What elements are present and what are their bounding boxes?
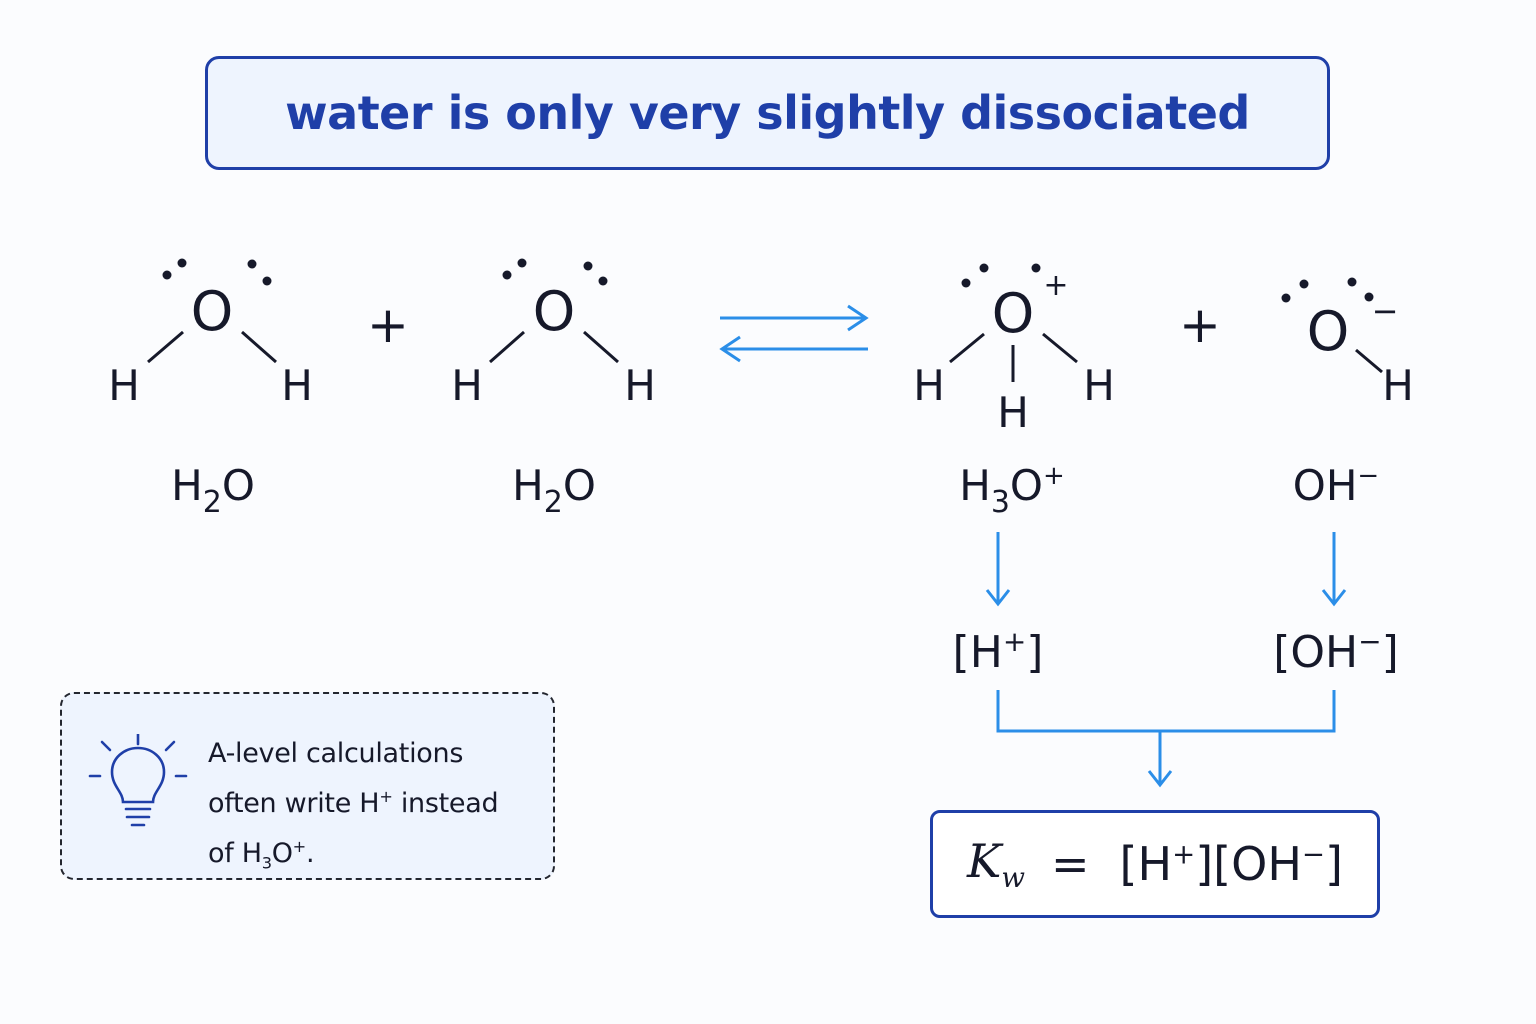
lone-pair-dot <box>247 259 257 269</box>
kw-connector <box>996 690 1336 788</box>
kw-product: [H+][OH−] <box>1119 837 1343 891</box>
note-line-1: A-level calculations <box>208 738 464 769</box>
bond <box>1042 332 1078 364</box>
bond <box>489 330 525 364</box>
oxygen-atom: O <box>533 280 576 343</box>
forward-arrowhead <box>847 304 869 332</box>
bond <box>1355 348 1383 374</box>
bond <box>949 332 985 364</box>
lone-pair-dot <box>1281 293 1291 303</box>
oxygen-atom: O <box>1307 300 1350 363</box>
oxygen-atom: O <box>992 282 1035 345</box>
note-line-3: of H3O+. <box>208 837 315 873</box>
lone-pair-dot <box>517 258 527 268</box>
water-molecule-1: O H H <box>108 258 313 410</box>
hydrogen-atom: H <box>1083 361 1115 410</box>
lone-pair-dot <box>262 276 272 286</box>
hydrogen-atom: H <box>108 361 140 410</box>
lone-pair-dot <box>1347 277 1357 287</box>
formula-hydroxide: OH− <box>1293 461 1379 510</box>
equilibrium-arrows <box>719 304 869 363</box>
note-line-2: often write H+ instead <box>208 787 499 819</box>
hydrogen-atom: H <box>1382 361 1414 410</box>
negative-charge: − <box>1372 292 1399 330</box>
formula-water-2: H2O <box>512 461 596 520</box>
page-title: water is only very slightly dissociated <box>285 86 1250 140</box>
lightbulb-icon <box>88 734 188 827</box>
down-arrowhead <box>1321 589 1347 607</box>
formula-hydronium: H3O+ <box>959 461 1065 520</box>
oxygen-atom: O <box>191 280 234 343</box>
down-arrowhead <box>1147 770 1173 788</box>
hydrogen-atom: H <box>624 361 656 410</box>
lone-pair-dot <box>1364 292 1374 302</box>
positive-charge: + <box>1043 268 1068 303</box>
equals-sign: = <box>1051 837 1090 891</box>
hydrogen-atom: H <box>913 361 945 410</box>
lone-pair-dot <box>583 261 593 271</box>
h-concentration: [H+] <box>953 625 1044 678</box>
reverse-arrowhead <box>719 335 741 363</box>
lone-pair-dot <box>979 263 989 273</box>
hydrogen-atom: H <box>997 388 1029 437</box>
oh-concentration: [OH−] <box>1273 625 1399 678</box>
hydronium-molecule: + O H H H <box>913 263 1115 437</box>
formula-water-1: H2O <box>171 461 255 520</box>
water-molecule-2: O H H <box>451 258 656 410</box>
hydroxide-molecule: − O H <box>1281 277 1414 410</box>
arrow-to-h-conc <box>985 532 1011 607</box>
plus-sign: + <box>367 296 409 354</box>
plus-sign: + <box>1179 296 1221 354</box>
lone-pair-dot <box>1031 263 1041 273</box>
bond <box>241 330 277 364</box>
lone-pair-dot <box>1299 279 1309 289</box>
lone-pair-dot <box>162 270 172 280</box>
bond <box>147 330 184 364</box>
note-text: A-level calculations often write H+ inst… <box>208 732 538 884</box>
lone-pair-dot <box>961 278 971 288</box>
hydrogen-atom: H <box>451 361 483 410</box>
lone-pair-dot <box>502 270 512 280</box>
hydrogen-atom: H <box>281 361 313 410</box>
kw-expression-box: Kw = [H+][OH−] <box>930 810 1380 918</box>
down-arrowhead <box>985 589 1011 607</box>
note-box: A-level calculations often write H+ inst… <box>60 692 555 880</box>
bond <box>583 330 619 364</box>
bracket-line <box>996 690 1336 733</box>
title-banner: water is only very slightly dissociated <box>205 56 1330 170</box>
kw-symbol: Kw <box>967 833 1025 895</box>
lone-pair-dot <box>598 276 608 286</box>
lone-pair-dot <box>177 258 187 268</box>
arrow-to-oh-conc <box>1321 532 1347 607</box>
